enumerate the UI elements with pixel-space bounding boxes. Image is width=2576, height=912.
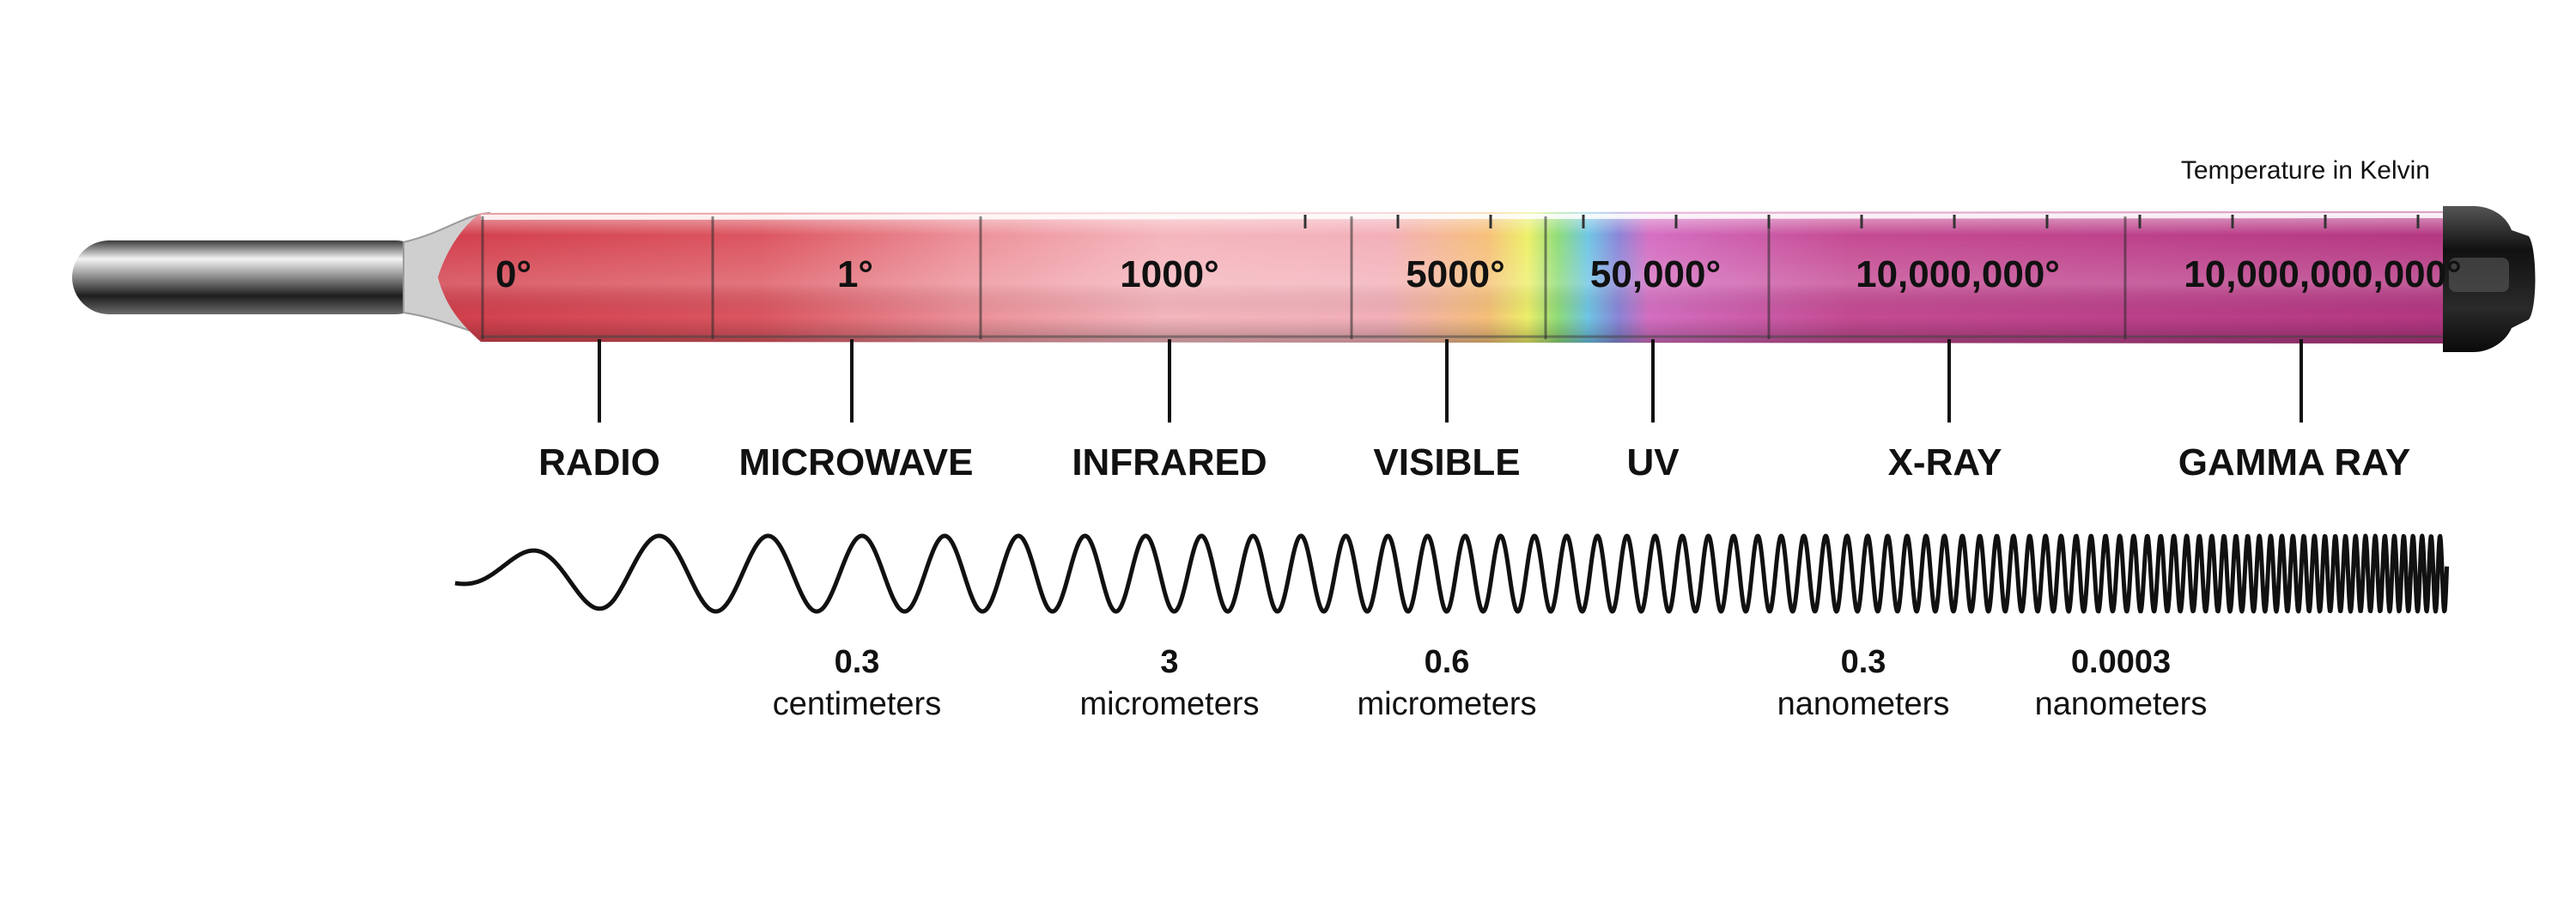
- temperature-label: 1°: [837, 253, 873, 295]
- wavelength-value: 0.3: [1841, 644, 1886, 680]
- temperature-label: 10,000,000,000°: [2184, 253, 2461, 295]
- band-label: X-RAY: [1888, 441, 2002, 483]
- band-label: INFRARED: [1072, 441, 1267, 483]
- band-label: GAMMA RAY: [2178, 441, 2411, 483]
- wavelength-unit: nanometers: [1777, 686, 1950, 722]
- temperature-label: 5000°: [1406, 253, 1504, 295]
- temperature-labels: 0° 1° 1000° 5000° 50,000° 10,000,000° 10,000,0…: [495, 253, 2462, 295]
- wavelength-unit: nanometers: [2035, 686, 2208, 722]
- tube-dividers: [481, 215, 2420, 339]
- temperature-label: 10,000,000°: [1856, 253, 2060, 295]
- temperature-caption: Temperature in Kelvin: [2181, 156, 2430, 185]
- temperature-label: 0°: [495, 253, 532, 295]
- wave-icon: [453, 533, 2450, 614]
- wavelength-value: 0.0003: [2071, 644, 2171, 680]
- band-label: UV: [1626, 441, 1680, 483]
- temperature-label: 50,000°: [1590, 253, 1721, 295]
- thermometer-tube-shine: [438, 211, 2456, 344]
- thermometer-stem: [72, 240, 433, 314]
- wavelength-labels: 0.3 centimeters 3 micrometers 0.6 micrometers…: [773, 644, 2208, 722]
- wavelength-unit: micrometers: [1079, 686, 1259, 722]
- wavelength-value: 3: [1160, 644, 1178, 680]
- wavelength-value: 0.3: [835, 644, 880, 680]
- band-label: VISIBLE: [1373, 441, 1520, 483]
- wavelength-unit: centimeters: [773, 686, 941, 722]
- band-label: MICROWAVE: [739, 441, 974, 483]
- spectrum-bands: RADIO MICROWAVE INFRARED VISIBLE UV X-RAY GAMM…: [538, 339, 2410, 483]
- band-label: RADIO: [538, 441, 660, 483]
- wavelength-unit: micrometers: [1357, 686, 1536, 722]
- thermometer: [72, 206, 2536, 352]
- temperature-label: 1000°: [1120, 253, 1218, 295]
- wavelength-value: 0.6: [1425, 644, 1470, 680]
